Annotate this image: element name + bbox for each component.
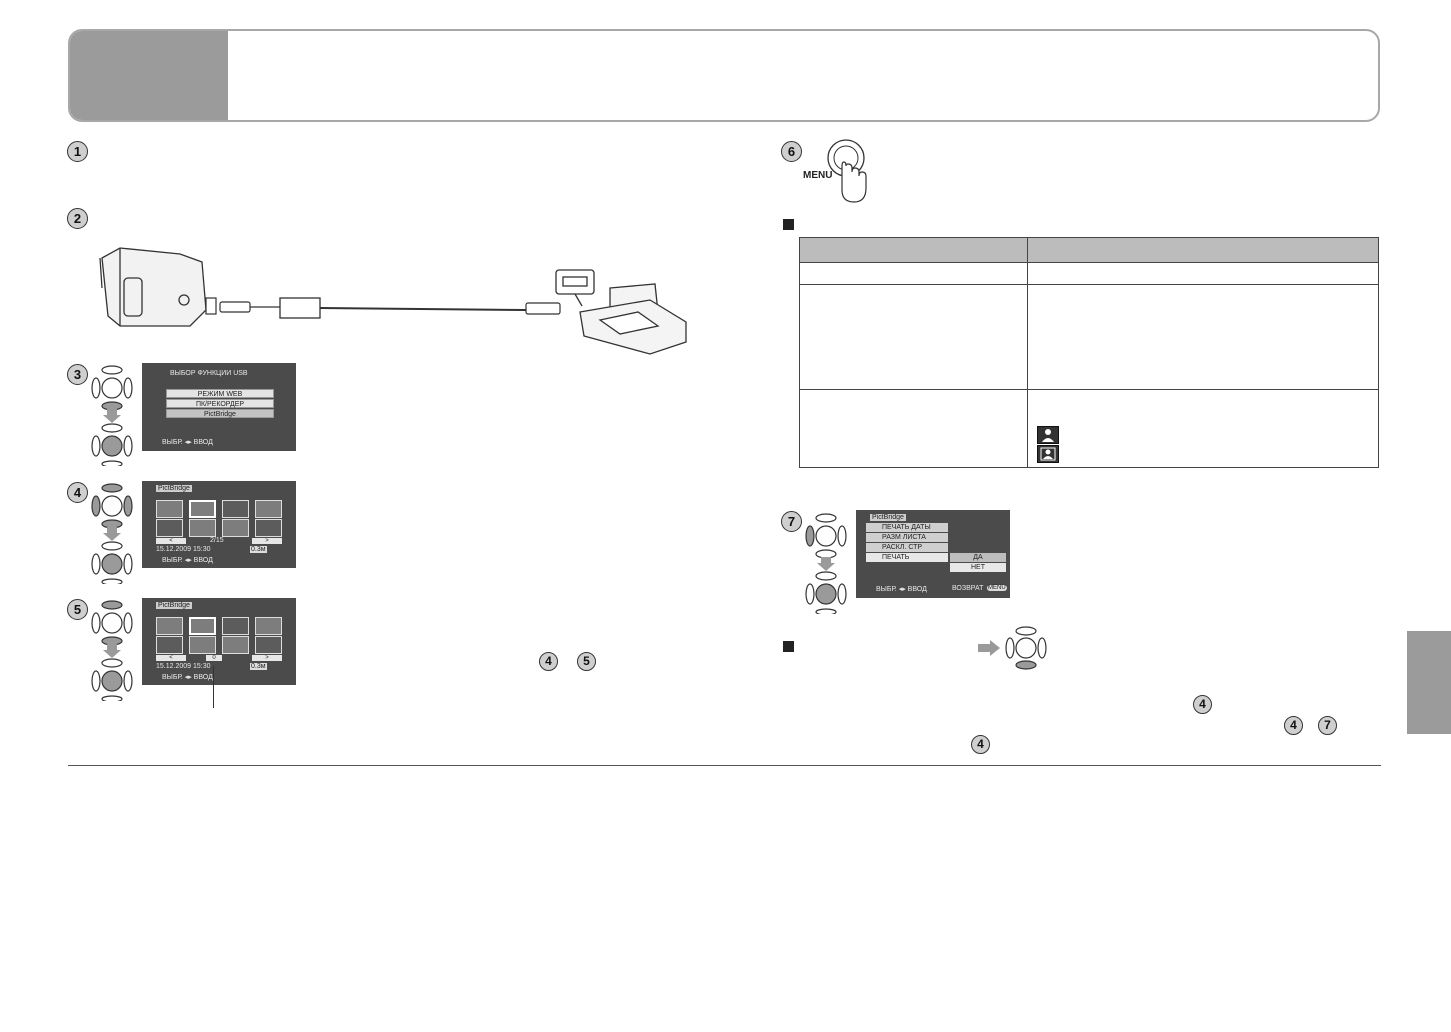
- thumbnail: [222, 617, 249, 635]
- confirm-yes: ДА: [950, 553, 1006, 562]
- next-page-icon: >: [252, 538, 282, 544]
- step-5-number: 5: [67, 599, 88, 620]
- usb-function-screen: ВЫБОР ФУНКЦИИ USB РЕЖИМ WEB ПК/РЕКОРДЕР …: [142, 363, 296, 451]
- confirm-no: НЕТ: [950, 563, 1006, 572]
- page-header: [68, 29, 1380, 122]
- settings-table: [799, 237, 1379, 468]
- step-2-number: 2: [67, 208, 88, 229]
- usb-screen-footer: ВЫБР. ◂▸ ВВОД: [162, 439, 213, 446]
- usb-screen-title: ВЫБОР ФУНКЦИИ USB: [170, 370, 248, 377]
- pictbridge-badge: PictBridge: [870, 514, 906, 521]
- page-layout-item: РАСКЛ. СТР: [882, 544, 923, 551]
- menu-button-press-icon: [827, 139, 867, 203]
- side-tab: [1407, 631, 1451, 734]
- thumbnail-datetime: 15.12.2009 15:30: [156, 663, 211, 670]
- thumbnail: [222, 636, 249, 654]
- thumbnail: [255, 500, 282, 518]
- ref-step-4: 4: [1284, 716, 1303, 735]
- print-settings-screen: PictBridge ПЕЧАТЬ ДАТЫ РАЗМ ЛИСТА РАСКЛ.…: [856, 510, 1010, 598]
- ferrite-core-icon: [279, 297, 321, 319]
- step-3-number: 3: [67, 364, 88, 385]
- menu-badge: MENU: [987, 585, 1007, 591]
- print-screen-footer-right: ВОЗВРАТ: [952, 585, 984, 592]
- right-arrow-icon: [978, 640, 1000, 656]
- thumbnail: [156, 519, 183, 537]
- next-page-icon: >: [252, 655, 282, 661]
- copies-count: 0: [206, 655, 222, 661]
- usb-port-icon: [555, 269, 595, 307]
- cursor-pad-down-icon: [1005, 626, 1047, 670]
- thumbnail: [156, 636, 183, 654]
- thumbnail-counter: 2/15: [210, 537, 224, 544]
- thumbnail: [255, 617, 282, 635]
- thumbnail: [156, 500, 183, 518]
- thumbnail: [255, 636, 282, 654]
- pictbridge-badge: PictBridge: [156, 602, 192, 609]
- layout-portrait-icon: [1037, 426, 1059, 444]
- footer-rule: [68, 765, 1381, 766]
- ref-step-4: 4: [1193, 695, 1212, 714]
- thumbnail: [189, 617, 216, 635]
- thumbnail: [156, 617, 183, 635]
- camcorder-icon: [99, 247, 207, 327]
- pictbridge-badge: PictBridge: [156, 485, 192, 492]
- header-tab: [70, 31, 228, 120]
- table-header: [800, 238, 1378, 262]
- step-6-number: 6: [781, 141, 802, 162]
- menu-label: MENU: [803, 170, 833, 181]
- copies-callout-line: [213, 666, 214, 708]
- print-item: ПЕЧАТЬ: [882, 554, 910, 561]
- thumbnail-screen-step4: PictBridge < 2/15 > 15.12.2009 15:30 0.3…: [142, 481, 296, 568]
- thumbnail: [189, 636, 216, 654]
- thumbnail: [189, 519, 216, 537]
- thumbnail-footer: ВЫБР. ◂▸ ВВОД: [162, 557, 213, 564]
- ref-step-5: 5: [577, 652, 596, 671]
- thumbnail: [222, 500, 249, 518]
- usb-option-pc: ПК/РЕКОРДЕР: [166, 399, 274, 408]
- thumbnail: [189, 500, 216, 518]
- step-4-cursor-pad: [91, 483, 133, 584]
- ref-step-4: 4: [539, 652, 558, 671]
- print-screen-footer-left: ВЫБР. ◂▸ ВВОД: [876, 586, 927, 593]
- usb-option-pictbridge: PictBridge: [166, 409, 274, 418]
- ref-step-7: 7: [1318, 716, 1337, 735]
- prev-page-icon: <: [156, 655, 186, 661]
- section-marker: [783, 219, 794, 230]
- printer-icon: [579, 283, 687, 355]
- step-3-cursor-pad: [91, 365, 133, 466]
- thumbnail-screen-step5: PictBridge < 0 > 15.12.2009 15:30 0.3м В…: [142, 598, 296, 685]
- connection-illustration: [99, 247, 687, 355]
- quality-badge: 0.3м: [250, 546, 267, 553]
- thumbnail-footer: ВЫБР. ◂▸ ВВОД: [162, 674, 213, 681]
- ref-step-4: 4: [971, 735, 990, 754]
- section-marker: [783, 641, 794, 652]
- step-5-cursor-pad: [91, 600, 133, 701]
- prev-page-icon: <: [156, 538, 186, 544]
- step-7-cursor-pad: [805, 513, 847, 614]
- layout-bordered-icon: [1037, 445, 1059, 463]
- print-date-item: ПЕЧАТЬ ДАТЫ: [882, 524, 931, 531]
- thumbnail-datetime: 15.12.2009 15:30: [156, 546, 211, 553]
- thumbnail: [255, 519, 282, 537]
- quality-badge: 0.3м: [250, 663, 267, 670]
- step-1-number: 1: [67, 141, 88, 162]
- step-7-number: 7: [781, 511, 802, 532]
- thumbnail: [222, 519, 249, 537]
- paper-size-item: РАЗМ ЛИСТА: [882, 534, 926, 541]
- usb-option-web: РЕЖИМ WEB: [166, 389, 274, 398]
- step-4-number: 4: [67, 482, 88, 503]
